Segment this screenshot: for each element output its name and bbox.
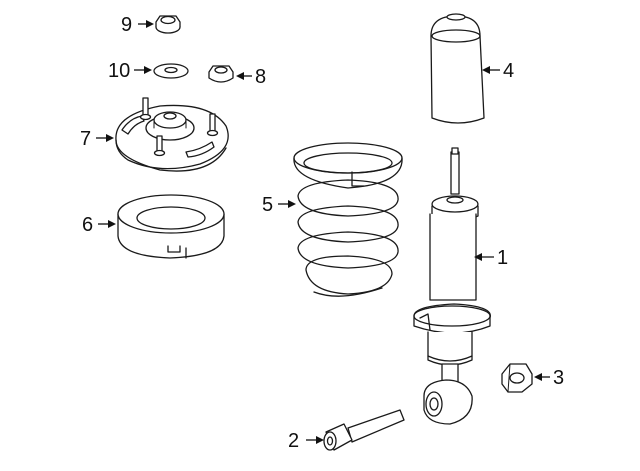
part-8-nut	[208, 65, 234, 83]
callout-6: 6	[82, 214, 116, 236]
callout-1: 1	[474, 247, 508, 269]
callout-9: 9	[121, 14, 154, 36]
part-6-spring-seat	[117, 194, 225, 259]
part-7-upper-mount	[115, 97, 229, 172]
callout-10-label: 10	[108, 60, 130, 82]
callout-2: 2	[288, 430, 324, 452]
callout-5-label: 5	[262, 194, 273, 216]
part-2-bolt	[323, 409, 405, 451]
callout-8: 8	[236, 66, 266, 88]
callout-3-label: 3	[553, 367, 564, 389]
callout-1-label: 1	[497, 247, 508, 269]
callout-5: 5	[262, 194, 296, 216]
callout-9-label: 9	[121, 14, 132, 36]
part-10-washer	[153, 63, 189, 79]
callout-2-label: 2	[288, 430, 299, 452]
part-5-coil-spring	[293, 142, 403, 297]
callout-8-label: 8	[255, 66, 266, 88]
part-1-strut-assembly	[413, 147, 491, 425]
callout-4: 4	[482, 60, 514, 82]
callout-4-label: 4	[503, 60, 514, 82]
callout-7: 7	[80, 128, 114, 150]
callout-7-label: 7	[80, 128, 91, 150]
part-3-nut	[501, 363, 533, 393]
callout-3: 3	[534, 367, 564, 389]
callout-6-label: 6	[82, 214, 93, 236]
part-9-upper-nut	[155, 15, 181, 34]
callout-10: 10	[108, 60, 152, 82]
part-4-dust-boot	[430, 13, 485, 124]
